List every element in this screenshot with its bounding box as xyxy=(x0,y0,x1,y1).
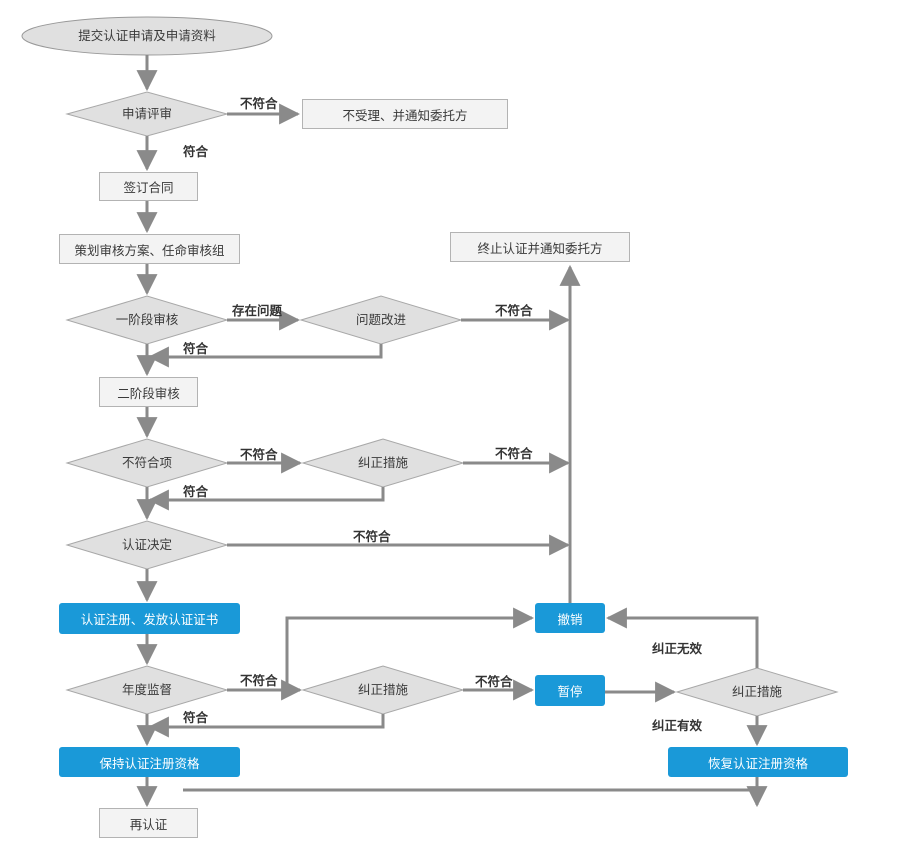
node-sign-contract: 签订合同 xyxy=(99,172,198,201)
node-restore: 恢复认证注册资格 xyxy=(668,747,848,777)
label-decision-nonconform: 不符合 xyxy=(353,529,391,544)
edge-c3-revoke xyxy=(605,607,759,668)
node-revoke: 撤销 xyxy=(535,603,605,633)
svg-text:一阶段审核: 一阶段审核 xyxy=(116,312,179,327)
edge-c2-return xyxy=(147,714,385,738)
label-annual-conform: 符合 xyxy=(183,710,209,725)
edge-annual-revoke xyxy=(285,607,535,690)
label-annual-nonconform: 不符合 xyxy=(240,673,278,688)
diamond-nonconform-item: 不符合项 xyxy=(65,438,229,488)
node-register: 认证注册、发放认证证书 xyxy=(59,603,240,634)
svg-text:问题改进: 问题改进 xyxy=(356,312,407,327)
label-stage1-problem: 存在问题 xyxy=(232,303,283,318)
diamond-issue-fix: 问题改进 xyxy=(299,295,463,345)
label-c2-nonconform: 不符合 xyxy=(475,674,513,689)
label-stage1-conform: 符合 xyxy=(183,341,209,356)
label-review-conform: 符合 xyxy=(183,144,209,159)
label-nci-conform: 符合 xyxy=(183,484,209,499)
label-review-nonconform: 不符合 xyxy=(240,96,278,111)
label-c3-fail: 纠正无效 xyxy=(652,641,703,656)
node-recert: 再认证 xyxy=(99,808,198,838)
diamond-annual: 年度监督 xyxy=(65,665,229,715)
node-stage2: 二阶段审核 xyxy=(99,377,198,407)
svg-text:年度监督: 年度监督 xyxy=(122,682,172,697)
label-nci-nonconform: 不符合 xyxy=(240,447,278,462)
label-c3-ok: 纠正有效 xyxy=(652,718,703,733)
label-fix-nonconform: 不符合 xyxy=(495,303,533,318)
svg-text:认证决定: 认证决定 xyxy=(122,537,172,552)
svg-text:不符合项: 不符合项 xyxy=(122,455,172,470)
label-c1-nonconform: 不符合 xyxy=(495,446,533,461)
svg-text:纠正措施: 纠正措施 xyxy=(358,455,409,470)
diamond-decision: 认证决定 xyxy=(65,520,229,570)
diamond-corrective1: 纠正措施 xyxy=(301,438,465,488)
svg-text:纠正措施: 纠正措施 xyxy=(358,682,409,697)
node-maintain: 保持认证注册资格 xyxy=(59,747,240,777)
node-suspend: 暂停 xyxy=(535,675,605,706)
start-text: 提交认证申请及申请资料 xyxy=(78,28,216,43)
connectors xyxy=(136,55,768,808)
diamond-stage1: 一阶段审核 xyxy=(65,295,229,345)
node-reject-notify: 不受理、并通知委托方 xyxy=(302,99,508,129)
edge-c1-return xyxy=(147,487,385,511)
node-plan-audit: 策划审核方案、任命审核组 xyxy=(59,234,240,264)
diamond-corrective3: 纠正措施 xyxy=(675,667,839,717)
diamond-review: 申请评审 xyxy=(65,91,229,137)
svg-text:纠正措施: 纠正措施 xyxy=(732,684,783,699)
node-terminate: 终止认证并通知委托方 xyxy=(450,232,630,262)
edge-fix-return xyxy=(147,344,383,368)
svg-text:申请评审: 申请评审 xyxy=(122,106,172,121)
diamond-corrective2: 纠正措施 xyxy=(301,665,465,715)
